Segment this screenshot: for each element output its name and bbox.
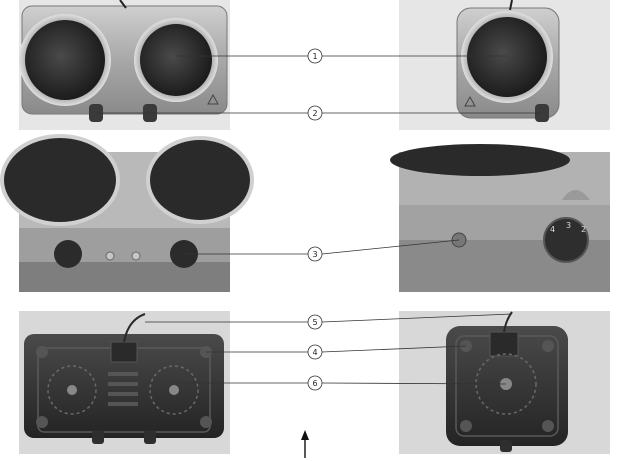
- photo-double-hotplate-top: [19, 0, 230, 130]
- photo-double-hotplate-controls: [0, 134, 254, 292]
- leader-4-right: [321, 345, 467, 353]
- leader-6-right: [321, 382, 507, 385]
- callout-leaders: [96, 55, 541, 385]
- callout-badge-5: 5: [307, 314, 323, 330]
- leader-5-right: [321, 313, 513, 323]
- knob-scale-mark-2: 2: [581, 225, 586, 234]
- knob-scale-mark-3: 3: [566, 221, 571, 230]
- knob-scale-mark-4: 4: [550, 225, 555, 234]
- leader-3-right: [321, 239, 460, 255]
- callout-number: 1: [312, 52, 317, 61]
- photo-single-hotplate-top: [399, 0, 610, 130]
- callout-number: 2: [312, 109, 317, 118]
- callout-number: 3: [312, 250, 317, 259]
- callout-number: 4: [312, 348, 317, 357]
- callout-badge-1: 1: [307, 48, 323, 64]
- callout-badge-3: 3: [307, 246, 323, 262]
- callout-number: 6: [312, 379, 317, 388]
- photo-double-hotplate-underside: [19, 311, 230, 454]
- callout-badge-6: 6: [307, 375, 323, 391]
- callout-number: 5: [312, 318, 317, 327]
- photo-single-hotplate-underside: [399, 311, 610, 454]
- callout-badge-4: 4: [307, 344, 323, 360]
- callout-badge-2: 2: [307, 105, 323, 121]
- up-arrow-icon: [301, 430, 309, 458]
- photo-single-hotplate-knob: 4 3 2: [390, 144, 610, 292]
